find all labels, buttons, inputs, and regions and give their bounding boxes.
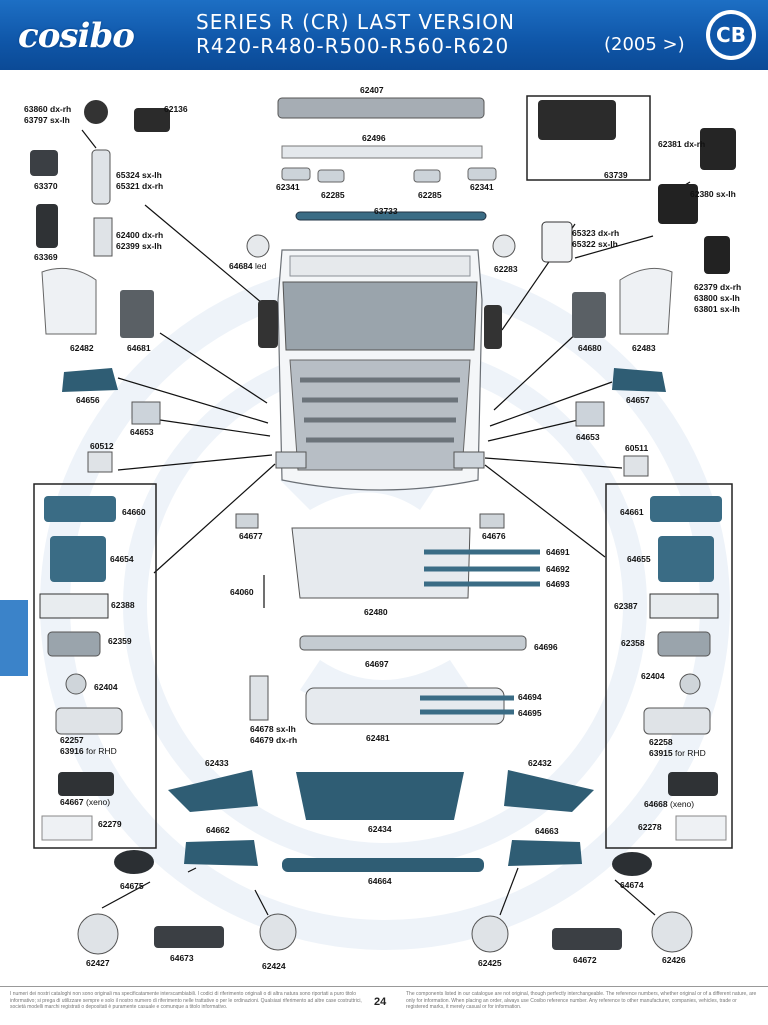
part-label: 64693 xyxy=(546,579,570,589)
part-label: 62483 xyxy=(632,343,656,353)
part-label: 64675 xyxy=(120,881,144,891)
part-label: 64677 xyxy=(239,531,263,541)
part-label: 62285 xyxy=(321,190,345,200)
page-title: SERIES R (CR) LAST VERSION xyxy=(196,10,515,34)
page-number: 24 xyxy=(374,996,387,1008)
part-label: 63733 xyxy=(374,206,398,216)
part-label: 64668 (xeno) xyxy=(644,799,695,809)
part-label: 63860 dx-rh xyxy=(24,104,72,114)
part-label: 62381 dx-rh xyxy=(658,139,706,149)
part-label: 62380 sx-lh xyxy=(690,189,736,199)
header-bar: cosibo SERIES R (CR) LAST VERSION R420-R… xyxy=(0,0,768,70)
part-label: 64672 xyxy=(573,955,597,965)
part-label: 60512 xyxy=(90,441,114,451)
part-label: 65323 dx-rh xyxy=(572,228,620,238)
part-label: 62387 xyxy=(614,601,638,611)
part-label: 64655 xyxy=(627,554,651,564)
part-label: 64680 xyxy=(578,343,602,353)
part-label: 62404 xyxy=(94,682,118,692)
part-label: 62481 xyxy=(366,733,390,743)
part-label: 64674 xyxy=(620,880,644,890)
part-label: 62482 xyxy=(70,343,94,353)
part-label: 62285 xyxy=(418,190,442,200)
part-label: 63797 sx-lh xyxy=(24,115,70,125)
part-label: 62432 xyxy=(528,758,552,768)
disclaimer-italian: I numeri dei nostri cataloghi non sono o… xyxy=(10,991,362,1010)
part-label: 64697 xyxy=(365,659,389,669)
part-label: 62407 xyxy=(360,85,384,95)
part-label: 62425 xyxy=(478,958,502,968)
part-label: 62359 xyxy=(108,636,132,646)
part-label: 62379 dx-rh xyxy=(694,282,742,292)
part-label: 62283 xyxy=(494,264,518,274)
part-label: 63915 for RHD xyxy=(649,748,706,758)
section-tab xyxy=(0,600,28,676)
part-label: 63370 xyxy=(34,181,58,191)
page-subtitle: R420-R480-R500-R560-R620 xyxy=(196,34,510,58)
part-label: 64654 xyxy=(110,554,134,564)
part-label: 64695 xyxy=(518,708,542,718)
part-label: 63800 sx-lh xyxy=(694,293,740,303)
part-label: 62136 xyxy=(164,104,188,114)
part-label: 62257 xyxy=(60,735,84,745)
year-range: (2005 >) xyxy=(604,34,685,55)
part-label: 62424 xyxy=(262,961,286,971)
part-label: 62426 xyxy=(662,955,686,965)
part-label: 62427 xyxy=(86,958,110,968)
part-label: 64662 xyxy=(206,825,230,835)
part-label: 63916 for RHD xyxy=(60,746,117,756)
part-label: 64664 xyxy=(368,876,392,886)
part-label: 64679 dx-rh xyxy=(250,735,298,745)
part-label: 62433 xyxy=(205,758,229,768)
part-label: 64663 xyxy=(535,826,559,836)
part-label: 64694 xyxy=(518,692,542,702)
part-label: 62399 sx-lh xyxy=(116,241,162,251)
part-label: 62404 xyxy=(641,671,665,681)
part-label: 62400 dx-rh xyxy=(116,230,164,240)
part-label: 62341 xyxy=(276,182,300,192)
part-label: 64678 sx-lh xyxy=(250,724,296,734)
truck-cab xyxy=(258,249,502,491)
part-label: 62341 xyxy=(470,182,494,192)
part-label: 63739 xyxy=(604,170,628,180)
part-label: 62496 xyxy=(362,133,386,143)
part-label: 65324 sx-lh xyxy=(116,170,162,180)
part-label: 65322 sx-lh xyxy=(572,239,618,249)
part-label: 62434 xyxy=(368,824,392,834)
part-label: 64676 xyxy=(482,531,506,541)
part-label: 63801 sx-lh xyxy=(694,304,740,314)
brand-badge-icon: CB xyxy=(706,10,756,60)
part-label: 62358 xyxy=(621,638,645,648)
part-label: 62258 xyxy=(649,737,673,747)
part-label: 63369 xyxy=(34,252,58,262)
part-label: 62279 xyxy=(98,819,122,829)
part-label: 64661 xyxy=(620,507,644,517)
part-label: 64653 xyxy=(576,432,600,442)
part-label: 62278 xyxy=(638,822,662,832)
part-label: 64673 xyxy=(170,953,194,963)
part-label: 64667 (xeno) xyxy=(60,797,111,807)
footer: I numeri dei nostri cataloghi non sono o… xyxy=(0,986,768,1025)
part-label: 64681 xyxy=(127,343,151,353)
part-label: 64660 xyxy=(122,507,146,517)
brand-logo: cosibo xyxy=(18,16,135,56)
disclaimer-english: The components listed in our catalogue a… xyxy=(406,991,757,1010)
part-label: 64696 xyxy=(534,642,558,652)
part-label: 64691 xyxy=(546,547,570,557)
part-label: 64653 xyxy=(130,427,154,437)
sunvisor xyxy=(277,97,485,119)
part-label: 60511 xyxy=(625,443,649,453)
part-label: 64692 xyxy=(546,564,570,574)
part-label: 64657 xyxy=(626,395,650,405)
part-label: 62480 xyxy=(364,607,388,617)
part-label: 64060 xyxy=(230,587,254,597)
part-label: 64684 led xyxy=(229,261,267,271)
part-label: 62388 xyxy=(111,600,135,610)
part-label: 64656 xyxy=(76,395,100,405)
part-label: 65321 dx-rh xyxy=(116,181,164,191)
